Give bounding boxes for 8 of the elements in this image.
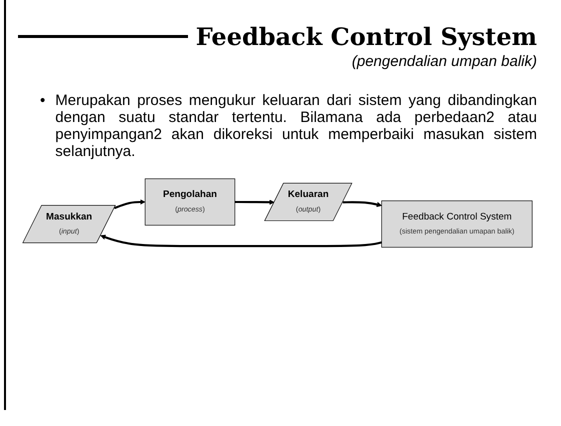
subtitle: (pengendalian umpan balik) [350,53,537,70]
arrow [342,201,382,208]
arrow [114,199,146,210]
bullet: • [40,92,46,111]
paragraph: Merupakan proses mengukur keluaran dari sistem yang dibandingkan dengan suatu standar tertentu. Bilamana ada perbedaan2 atau penyimpangan2 akan dikoreksi untuk memperbaiki masukan sistem selanjutnya. [55,92,537,160]
arrow [100,234,382,248]
title: Feedback Control System [196,22,537,51]
arrow [234,200,275,205]
